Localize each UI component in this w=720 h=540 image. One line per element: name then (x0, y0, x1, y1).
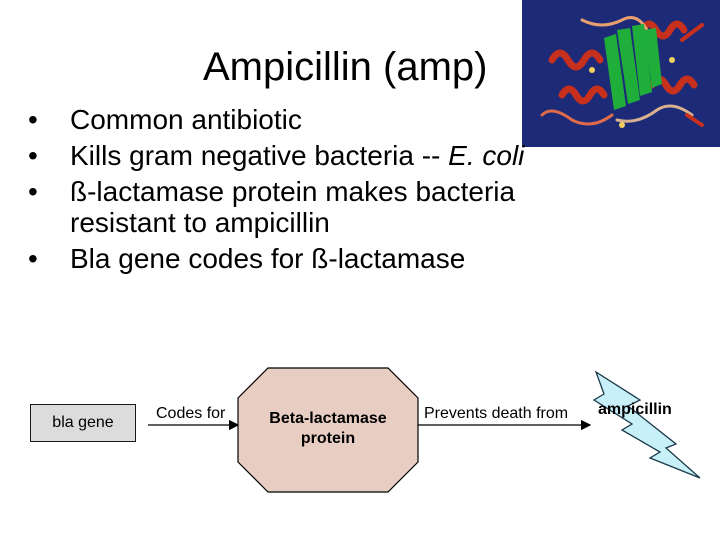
protein-structure-image (522, 0, 720, 147)
bullet-item: • Common antibiotic (28, 104, 708, 135)
bullet-text-italic: E. coli (448, 140, 525, 171)
ampicillin-label: ampicillin (598, 401, 672, 418)
bullet-text: Bla gene codes for ß-lactamase (70, 243, 466, 274)
bullet-list: • Common antibiotic • Kills gram negativ… (28, 104, 708, 279)
codes-for-label: Codes for (156, 405, 226, 422)
slide-title: Ampicillin (amp) (203, 45, 488, 89)
bullet-text-continued: resistant to ampicillin (70, 207, 330, 238)
protein-label-line2: protein (300, 430, 356, 447)
bullet-item: • Bla gene codes for ß-lactamase (28, 243, 708, 274)
ampicillin-bolt-icon (592, 370, 701, 479)
bullet-item: • ß-lactamase protein makes bacteria res… (28, 176, 708, 238)
protein-label: Beta-lactamase protein (244, 409, 412, 449)
bullet-text: Kills gram negative bacteria -- (70, 140, 449, 171)
bla-gene-box: bla gene (30, 404, 136, 442)
protein-octagon (237, 367, 419, 493)
bullet-icon: • (28, 176, 38, 207)
prevents-label: Prevents death from (424, 405, 569, 422)
bullet-icon: • (28, 104, 38, 135)
bullet-text: Common antibiotic (70, 104, 302, 135)
bullet-text: ß-lactamase protein makes bacteria (70, 176, 516, 207)
bullet-icon: • (28, 140, 38, 171)
bullet-icon: • (28, 243, 38, 274)
protein-label-line1: Beta-lactamase (269, 410, 387, 427)
bullet-item: • Kills gram negative bacteria -- E. col… (28, 140, 708, 171)
